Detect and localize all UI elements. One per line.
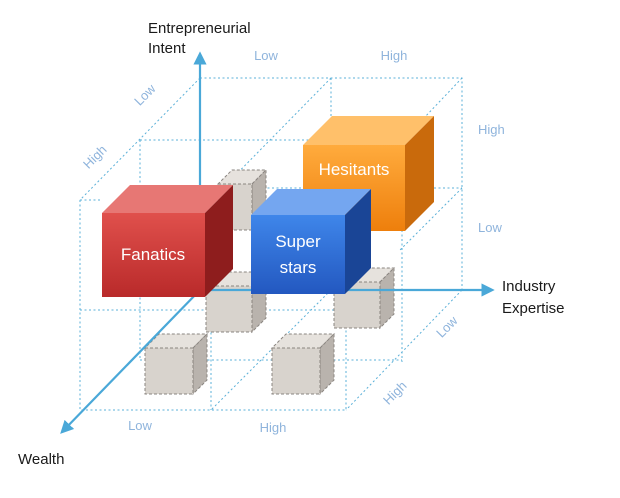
expertise-axis-title-line-2: Expertise: [502, 300, 565, 317]
intent-axis-title: Entrepreneurial: [148, 20, 251, 37]
superstars-side-face: [345, 189, 371, 294]
left-high-label: High: [80, 142, 110, 172]
fanatics-label: Fanatics: [121, 245, 185, 264]
superstars-label-line-1: Super: [275, 232, 321, 251]
right-high-label: High: [478, 122, 505, 137]
ghost-cube: [270, 332, 336, 396]
fanatics-front-face: [102, 213, 205, 297]
top-low-label: Low: [254, 48, 278, 63]
hesitants-side-face: [405, 116, 434, 231]
hesitants-top-face: [303, 116, 434, 145]
diag-low-label: Low: [433, 313, 461, 341]
wealth-axis-title: Wealth: [18, 451, 64, 468]
superstars-cube: Super stars: [251, 189, 371, 294]
fanatics-cube: Fanatics: [102, 185, 233, 297]
ghost-cubes: [143, 168, 396, 396]
right-low-label: Low: [478, 220, 502, 235]
wealth-axis: [60, 289, 201, 434]
hesitants-label: Hesitants: [319, 160, 390, 179]
superstars-front-face: [251, 215, 345, 294]
ghost-cube: [143, 332, 209, 396]
fanatics-side-face: [205, 185, 233, 297]
bottom-low-label: Low: [128, 418, 152, 433]
superstars-label-line-2: stars: [280, 258, 317, 277]
left-low-label: Low: [131, 81, 159, 109]
superstars-top-face: [251, 189, 371, 215]
diag-high-label: High: [380, 378, 410, 408]
bottom-high-label: High: [260, 420, 287, 435]
fanatics-top-face: [102, 185, 233, 213]
expertise-axis-title: Industry: [502, 278, 556, 295]
top-high-label: High: [381, 48, 408, 63]
intent-axis-title-line-2: Intent: [148, 40, 186, 57]
